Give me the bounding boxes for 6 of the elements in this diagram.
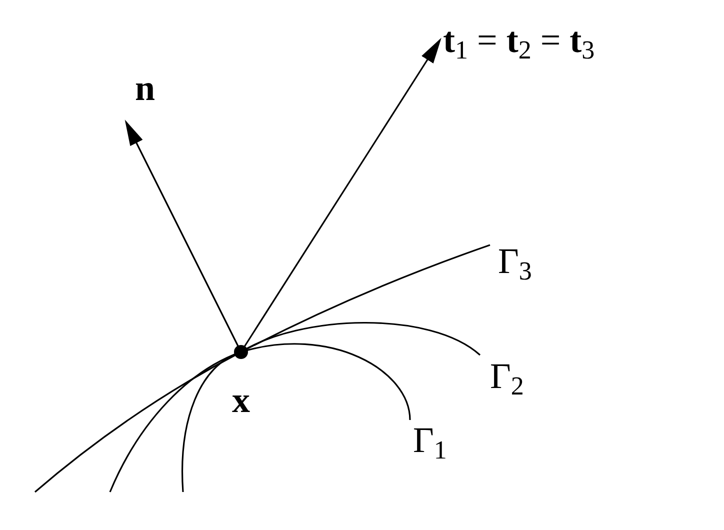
curve-label: Γ$_{2}$ <box>490 358 524 400</box>
vector-label: n <box>135 70 156 106</box>
point-label: x <box>232 382 250 418</box>
curve-label: Γ$_{3}$ <box>498 243 532 284</box>
curve-label: Γ$_{1}$ <box>413 422 447 464</box>
vector-label: t$_{1}$ = t$_{2}$ = t$_{3}$ <box>443 22 595 64</box>
